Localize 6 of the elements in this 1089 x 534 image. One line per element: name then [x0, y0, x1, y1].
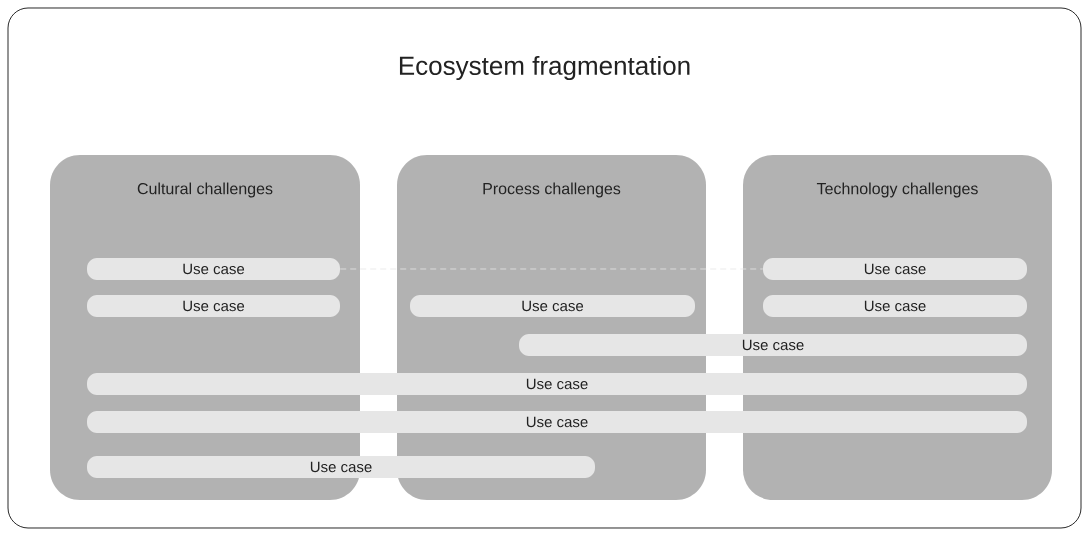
- use-case-bar: Use case: [763, 295, 1027, 317]
- use-case-bar: Use case: [87, 411, 1027, 433]
- use-case-bar: Use case: [519, 334, 1027, 356]
- use-case-bar: Use case: [87, 456, 595, 478]
- use-case-bar: Use case: [763, 258, 1027, 280]
- use-case-bar: Use case: [87, 373, 1027, 395]
